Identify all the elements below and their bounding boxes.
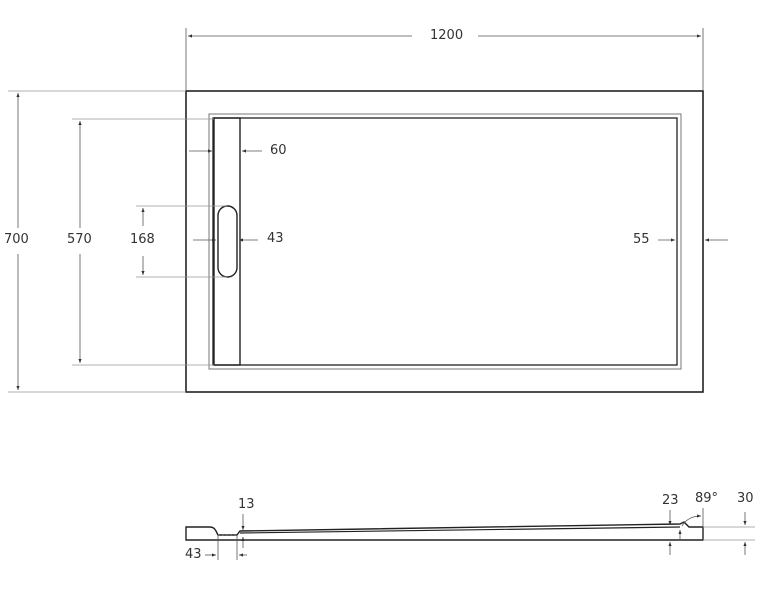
dim-drain-offset: 43 xyxy=(185,547,202,562)
plan-view xyxy=(8,28,728,393)
dim-rim-height: 23 xyxy=(662,493,679,508)
dim-rim-width: 55 xyxy=(633,232,650,247)
dim-overall-length: 1200 xyxy=(430,28,464,43)
dim-drain-depth: 13 xyxy=(238,497,255,512)
dim-drain-channel-width: 60 xyxy=(270,143,287,158)
side-view xyxy=(185,508,755,560)
dim-drain-slot-length: 168 xyxy=(130,232,155,247)
tray-inner-frame-outer xyxy=(208,113,682,370)
dim-inner-width: 570 xyxy=(67,232,92,247)
dim-total-height: 30 xyxy=(737,491,754,506)
dim-drain-slot-width: 43 xyxy=(267,231,284,246)
tray-outline xyxy=(185,90,704,393)
dim-edge-angle: 89° xyxy=(695,491,719,506)
dim-overall-width: 700 xyxy=(4,232,29,247)
tray-profile xyxy=(185,521,704,541)
drain-slot xyxy=(217,205,238,278)
